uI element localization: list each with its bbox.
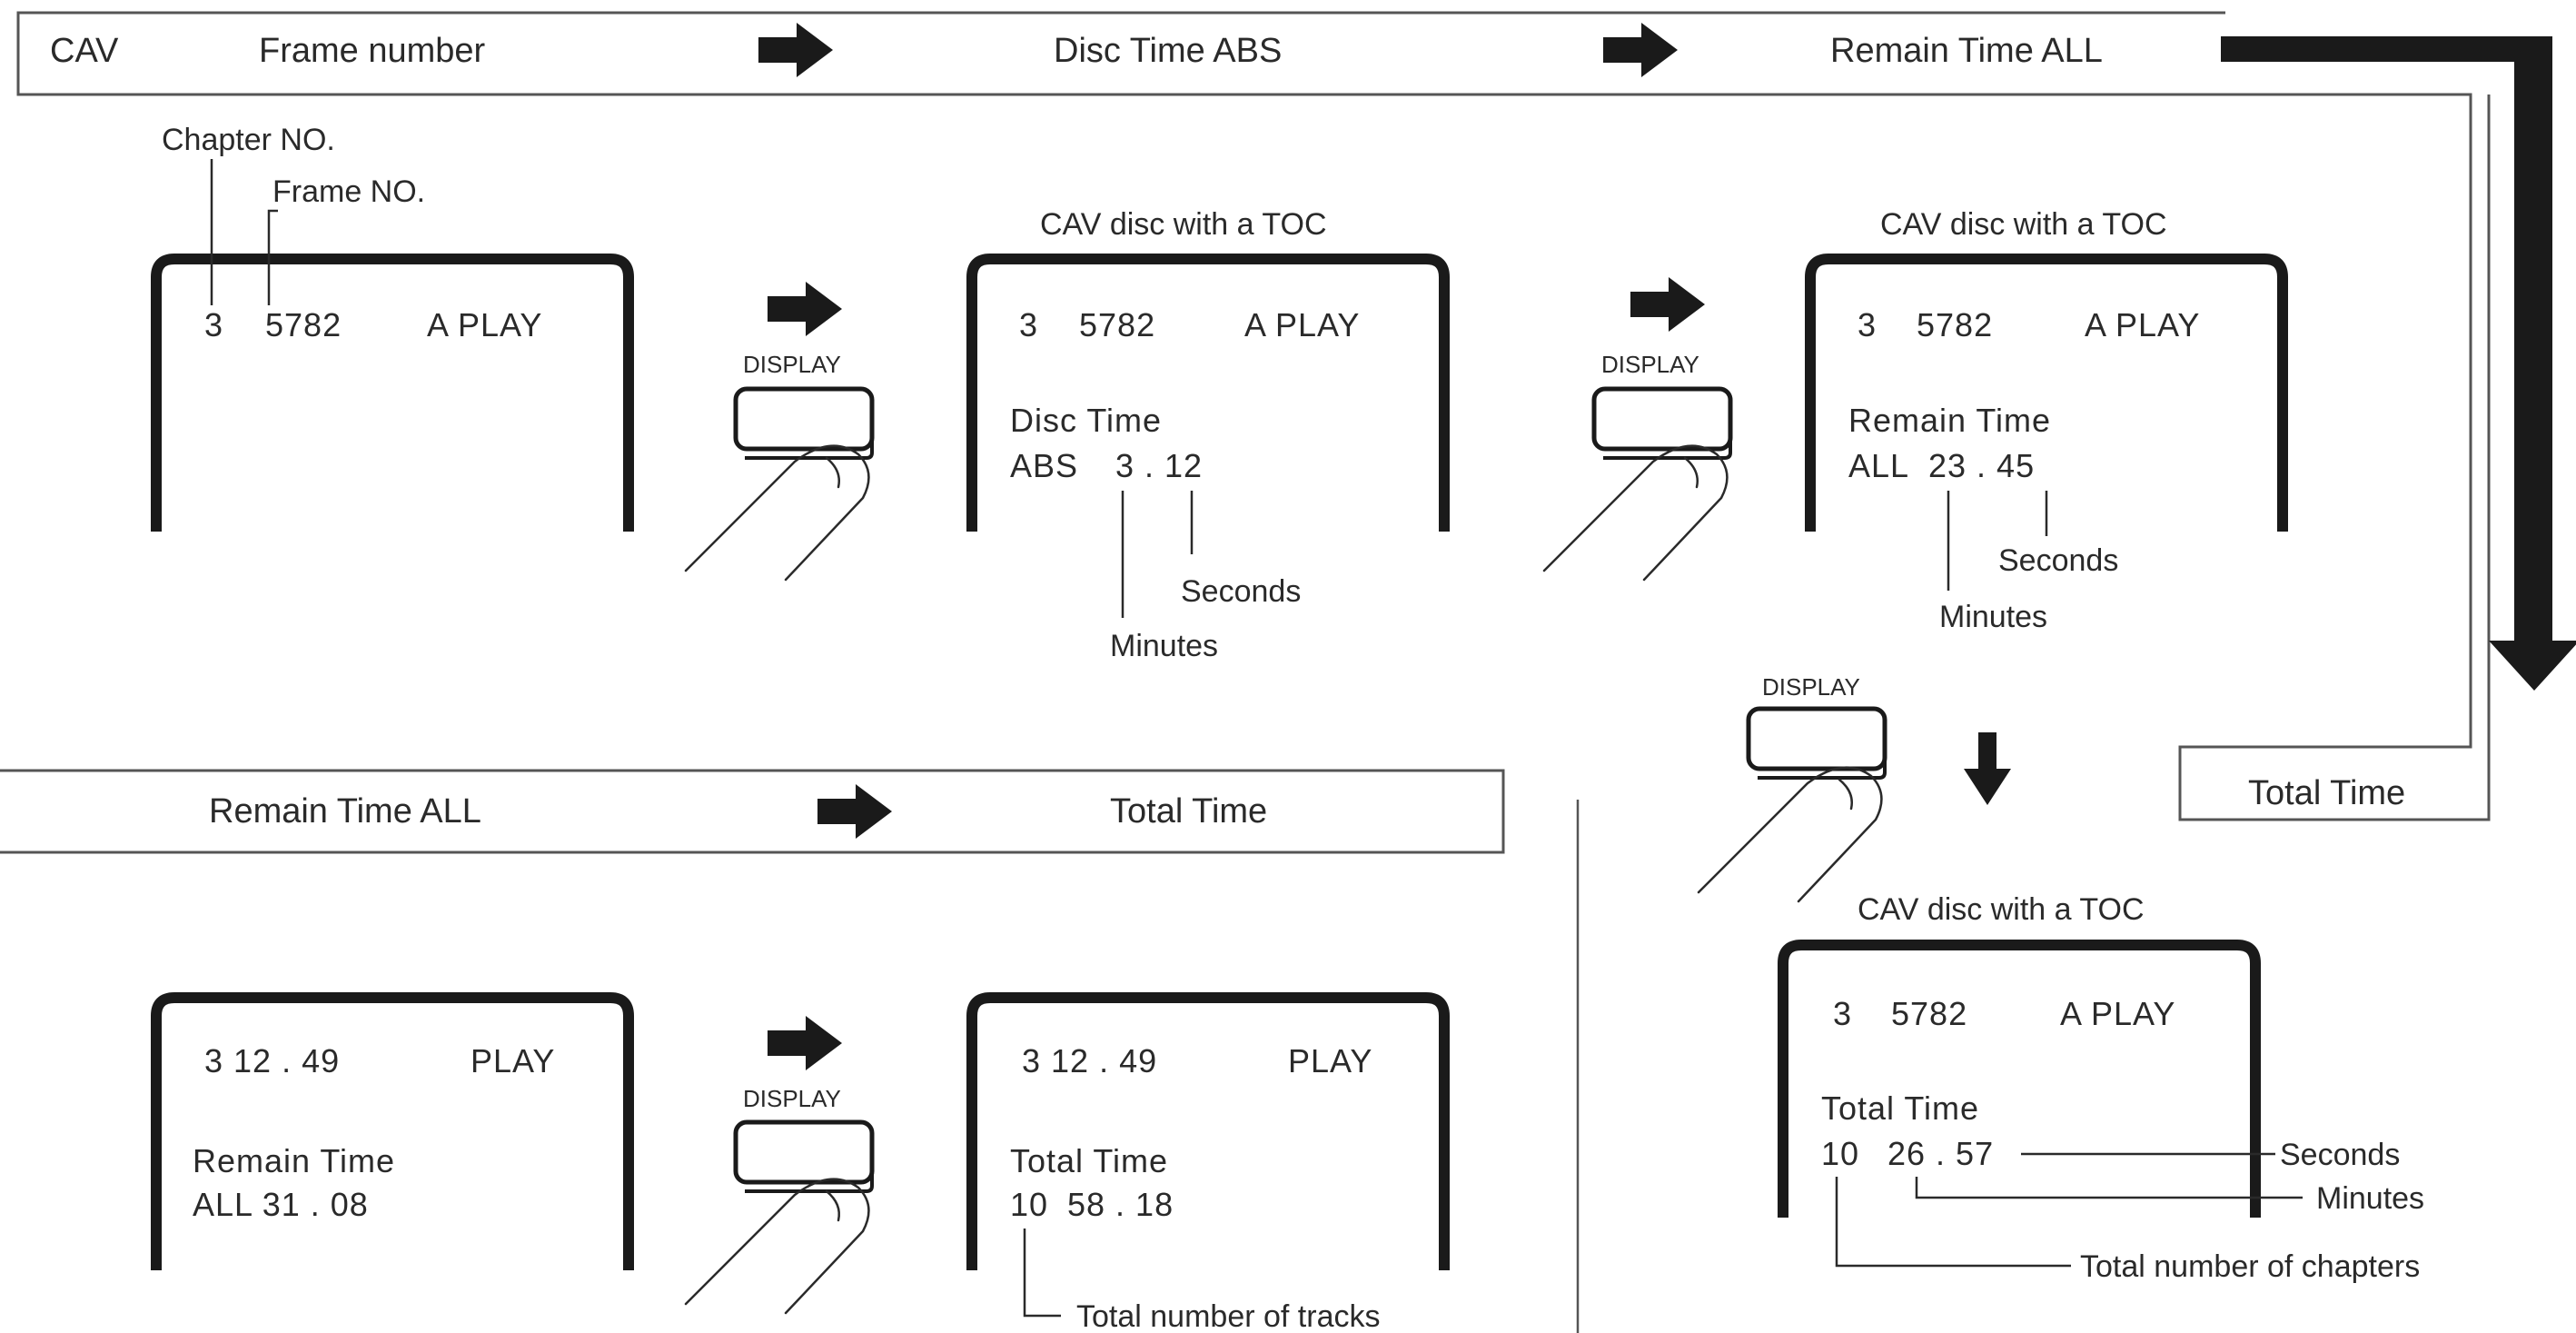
sequence-step-frame-number: Frame number (259, 32, 486, 70)
minutes-label: Minutes (1939, 600, 2047, 634)
play-status: PLAY (471, 1042, 555, 1079)
screen-cd-remain-time: 3 12 . 49 PLAY Remain Time ALL 31 . 08 (156, 998, 629, 1270)
frame-number: 5782 (1891, 995, 1967, 1032)
sequence-step-remain-time: Remain Time ALL (209, 792, 481, 831)
screen-title: CAV disc with a TOC (1040, 207, 1327, 242)
sequence-step-remain-time: Remain Time ALL (1830, 32, 2103, 70)
display-button[interactable] (1749, 709, 1885, 778)
play-status: PLAY (1288, 1042, 1372, 1079)
screen-disc-time: CAV disc with a TOC 3 5782 A PLAY Disc T… (972, 207, 1444, 663)
display-button[interactable] (1594, 389, 1730, 458)
screen-title: CAV disc with a TOC (1858, 892, 2145, 927)
display-button-label: DISPLAY (743, 351, 841, 378)
seconds-label: Seconds (1181, 574, 1301, 609)
time-prefix: ABS (1010, 447, 1078, 484)
tracks-label: Total number of tracks (1076, 1299, 1380, 1333)
track-count: 10 (1010, 1186, 1048, 1223)
seconds-label: Seconds (2280, 1138, 2400, 1172)
display-step-4: DISPLAY (684, 1016, 872, 1315)
chapter-label: Chapter NO. (162, 123, 335, 157)
chapters-label: Total number of chapters (2080, 1249, 2420, 1284)
display-step-1: DISPLAY (684, 282, 872, 582)
sequence-step-total-time: Total Time (1110, 792, 1267, 831)
arrow-down-icon (1964, 732, 2011, 805)
pressing-finger-icon (1542, 444, 1729, 582)
time-value: 58 . 18 (1067, 1186, 1174, 1223)
frame-number: 5782 (265, 306, 342, 343)
display-button[interactable] (736, 1122, 872, 1191)
bottom-sequence-band: Remain Time ALL Total Time (0, 769, 1505, 854)
play-status: A PLAY (1244, 306, 1360, 343)
screen-bezel (972, 259, 1444, 532)
display-step-3: DISPLAY (1697, 673, 2011, 903)
time-value: 3 . 12 (1115, 447, 1203, 484)
arrow-right-icon (1630, 277, 1705, 332)
play-status: A PLAY (427, 306, 542, 343)
bend-arrow-icon (2221, 36, 2576, 691)
minutes-label: Minutes (2316, 1181, 2424, 1216)
play-status: A PLAY (2060, 995, 2175, 1032)
screen-cd-total-time: 3 12 . 49 PLAY Total Time 10 58 . 18 Tot… (972, 998, 1444, 1333)
time-mode-label: Remain Time (193, 1142, 395, 1179)
time-mode-label: Disc Time (1010, 402, 1162, 439)
frame-number: 5782 (1079, 306, 1155, 343)
screen-total-time: CAV disc with a TOC 3 5782 A PLAY Total … (1783, 892, 2424, 1284)
arrow-right-icon (768, 1016, 842, 1070)
time-prefix: ALL (1848, 447, 1909, 484)
pressing-finger-icon (684, 444, 870, 582)
track-time: 3 12 . 49 (204, 1042, 340, 1079)
time-mode-label: Total Time (1821, 1089, 1979, 1127)
screen-bezel (156, 259, 629, 532)
time-value: ALL 31 . 08 (193, 1186, 369, 1223)
chapter-number: 3 (204, 306, 223, 343)
play-status: A PLAY (2085, 306, 2200, 343)
display-step-2: DISPLAY (1542, 277, 1730, 582)
display-button[interactable] (736, 389, 872, 458)
display-button-label: DISPLAY (1601, 351, 1699, 378)
frame-number: 5782 (1917, 306, 1993, 343)
chapter-number: 3 (1858, 306, 1877, 343)
seconds-label: Seconds (1998, 543, 2118, 578)
screen-remain-time: CAV disc with a TOC 3 5782 A PLAY Remain… (1810, 207, 2283, 634)
sequence-step-disc-time: Disc Time ABS (1054, 32, 1282, 70)
screen-bezel (972, 998, 1444, 1270)
pressing-finger-icon (684, 1178, 870, 1315)
arrow-right-icon (768, 282, 842, 336)
display-button-label: DISPLAY (743, 1085, 841, 1112)
frame-label: Frame NO. (272, 174, 425, 209)
screen-bezel (1783, 945, 2255, 1218)
time-mode-label: Remain Time (1848, 402, 2051, 439)
mode-label: CAV (50, 32, 119, 70)
time-value: 23 . 45 (1928, 447, 2035, 484)
screen-frame-number: 3 5782 A PLAY Chapter NO. Frame NO. (156, 123, 629, 532)
sequence-step-total-time: Total Time (2248, 774, 2405, 812)
track-time: 3 12 . 49 (1022, 1042, 1157, 1079)
chapter-number: 3 (1019, 306, 1038, 343)
pressing-finger-icon (1697, 766, 1883, 903)
minutes-label: Minutes (1110, 629, 1218, 663)
time-mode-label: Total Time (1010, 1142, 1168, 1179)
time-value: 26 . 57 (1887, 1135, 1994, 1172)
display-button-label: DISPLAY (1762, 673, 1860, 701)
top-sequence-band: CAV Frame number Disc Time ABS Remain Ti… (16, 11, 2576, 821)
chapter-number: 3 (1833, 995, 1852, 1032)
screen-bezel (156, 998, 629, 1270)
chapter-count: 10 (1821, 1135, 1859, 1172)
bottom-band-frame (0, 769, 1505, 854)
top-band-frame (16, 11, 2491, 821)
screen-title: CAV disc with a TOC (1880, 207, 2167, 242)
